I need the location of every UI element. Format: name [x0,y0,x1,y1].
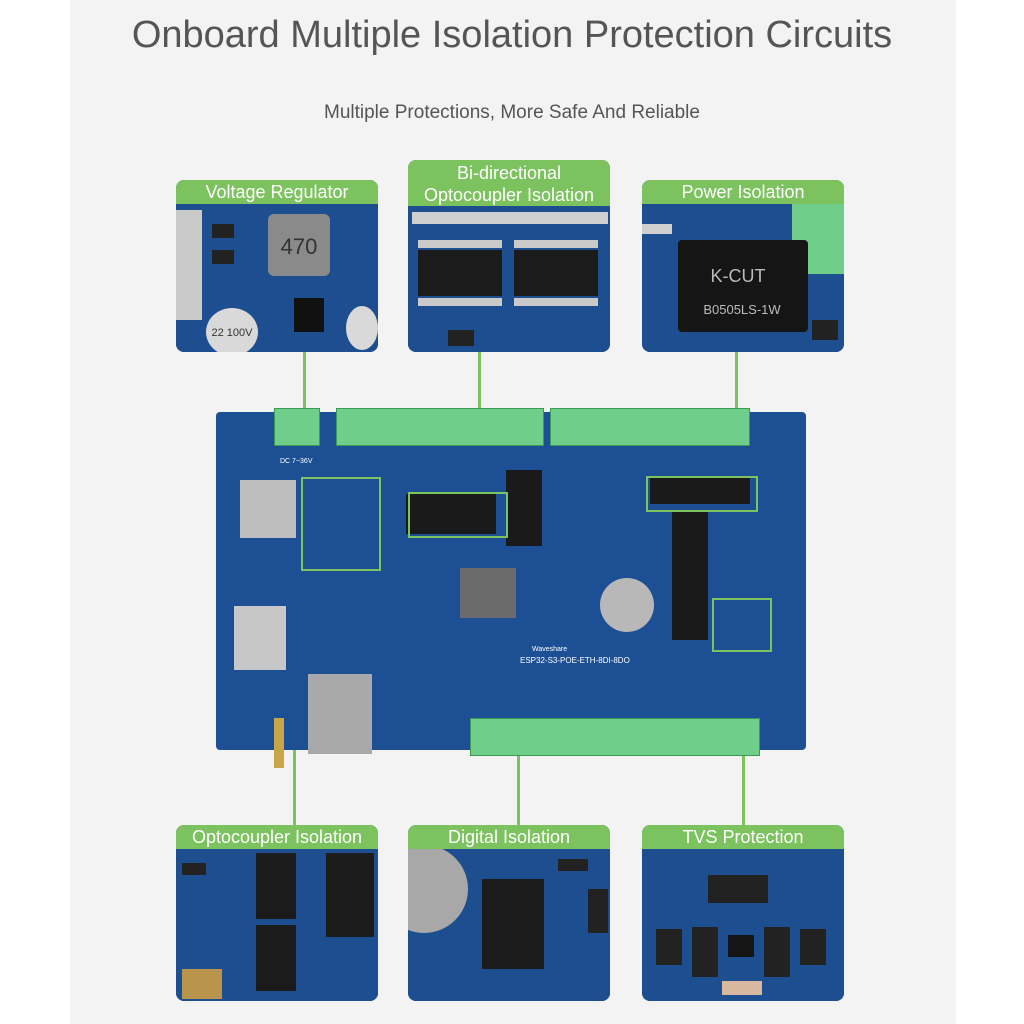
svg-text:B0505LS-1W: B0505LS-1W [703,302,781,317]
do-terminal-block [550,408,750,446]
page-title: Onboard Multiple Isolation Protection Ci… [131,14,893,56]
card-bidirectional-optocoupler: Bi-directional Optocoupler Isolation [408,160,610,352]
card-label: Voltage Regulator [176,180,378,204]
card-optocoupler-isolation: Optocoupler Isolation [176,825,378,1001]
power-isolation-module [650,478,750,504]
power-isolation-photo: K-CUT B0505LS-1W [642,204,844,352]
ethernet-jack [308,674,372,754]
card-label: Power Isolation [642,180,844,204]
power-terminal [274,408,320,446]
pcb-board: DC 7~36V Waveshare ESP32-S3-POE-ETH-8DI-… [216,408,806,768]
page-subtitle: Multiple Protections, More Safe And Reli… [324,102,700,123]
isolator-chip-large [506,470,542,546]
tvs-protection-photo [642,849,844,1001]
card-label: TVS Protection [642,825,844,849]
svg-text:470: 470 [281,234,318,259]
do-driver-chips [672,512,708,640]
optocoupler-chips [406,494,496,534]
highlight-bidirectional [408,492,508,538]
inductor [460,568,516,618]
svg-text:22 100V: 22 100V [212,327,254,339]
highlight-power-isolation [646,476,758,512]
card-tvs-protection: TVS Protection [642,825,844,1001]
optocoupler-photo [408,206,610,352]
board-model: ESP32-S3-POE-ETH-8DI-8DO [520,656,630,665]
card-label: Bi-directional Optocoupler Isolation [408,160,610,208]
bottom-terminal-block [470,718,760,756]
antenna-connector [274,718,284,768]
board-brand: Waveshare [532,646,568,653]
card-voltage-regulator: Voltage Regulator 470 22 100V [176,180,378,352]
sd-card-slot [240,480,296,538]
voltage-regulator-photo: 470 22 100V [176,204,378,352]
highlight-tvs [712,598,772,652]
svg-text:K-CUT: K-CUT [711,266,766,286]
optocoupler-isolation-photo [176,849,378,1001]
di-terminal-block [336,408,544,446]
card-digital-isolation: Digital Isolation [408,825,610,1001]
card-label: Optocoupler Isolation [176,825,378,849]
highlight-voltage-regulator [301,477,381,571]
card-label: Digital Isolation [408,825,610,849]
esp32-module [234,606,286,670]
digital-isolation-photo [408,849,610,1001]
power-label: DC 7~36V [280,458,313,465]
card-power-isolation: Power Isolation K-CUT B0505LS-1W [642,180,844,352]
rtc-battery [600,578,654,632]
connector-line-voltage-regulator [303,352,306,412]
